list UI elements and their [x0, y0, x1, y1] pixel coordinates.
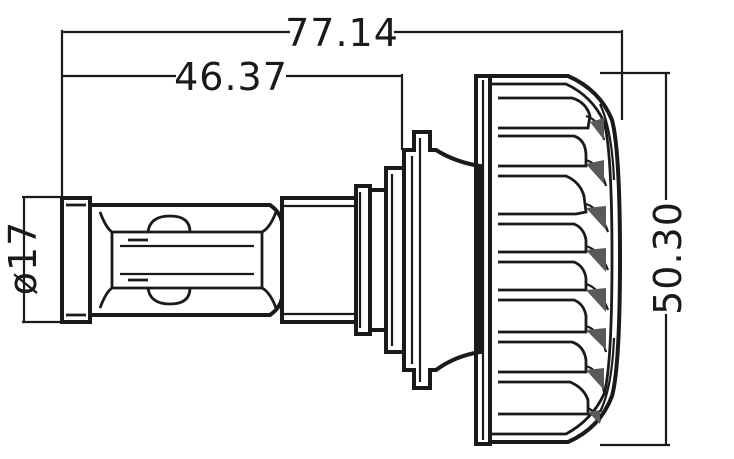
- head-diameter-label: 50.30: [646, 201, 690, 315]
- led-shaft: [90, 203, 284, 317]
- dimension-head-diameter: 50.30: [600, 71, 690, 447]
- dimension-base-diameter: ø17: [1, 195, 62, 324]
- overall-length-label: 77.14: [285, 11, 399, 55]
- base-diameter-label: ø17: [1, 221, 45, 296]
- neck-collar: [280, 196, 358, 324]
- locking-flange: [402, 130, 482, 390]
- led-chip-top: [146, 214, 192, 233]
- led-chip-bottom: [146, 287, 192, 306]
- mounting-ring: [354, 166, 406, 354]
- cooling-fins: [498, 96, 610, 424]
- base-length-label: 46.37: [174, 55, 288, 99]
- base-cap: [60, 196, 92, 324]
- dimension-overall-length: 77.14: [60, 11, 624, 198]
- heat-sink-head: [474, 74, 623, 446]
- dimension-base-length: 46.37: [62, 55, 404, 150]
